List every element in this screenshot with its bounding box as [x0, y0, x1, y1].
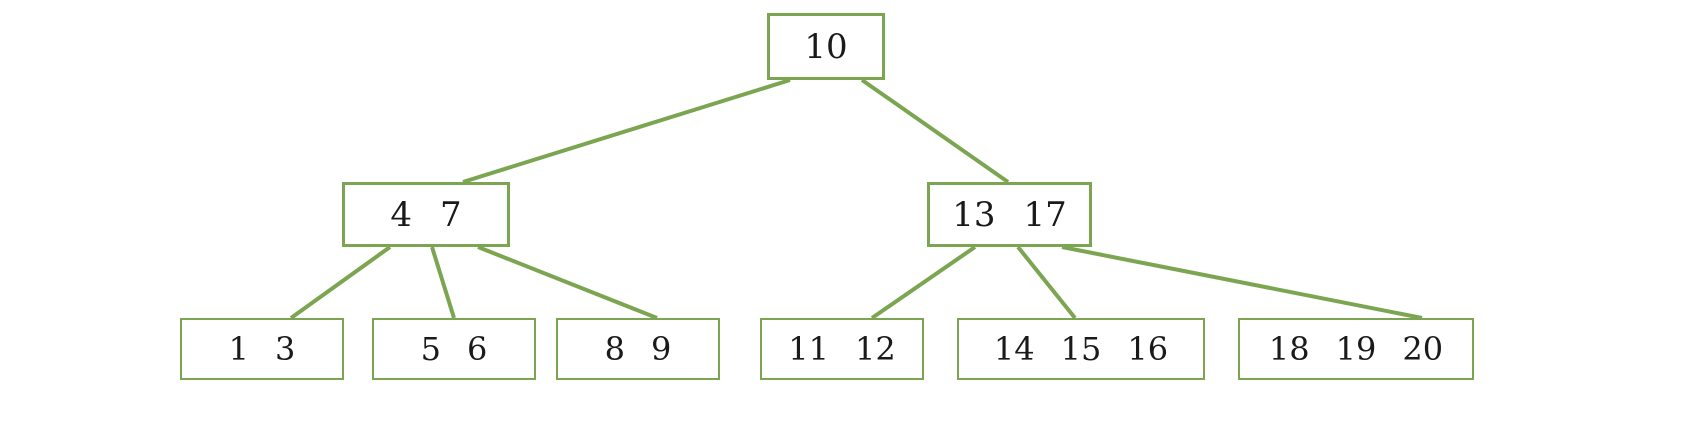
tree-edge [289, 245, 392, 320]
node-key: 4 [390, 194, 412, 235]
tree-node-leaf-4[interactable]: 11 12 [760, 318, 924, 380]
node-key: 6 [467, 330, 488, 368]
node-key: 1 [228, 330, 249, 368]
node-key: 17 [1023, 194, 1067, 235]
node-key: 10 [804, 26, 848, 67]
node-key-list: 11 12 [762, 320, 922, 378]
tree-edge [1061, 245, 1423, 320]
node-key: 7 [440, 194, 462, 235]
node-key: 20 [1402, 330, 1444, 368]
node-key: 15 [1060, 330, 1102, 368]
node-key: 11 [788, 330, 829, 368]
tree-edge [870, 245, 977, 320]
tree-node-leaf-5[interactable]: 14 15 16 [957, 318, 1205, 380]
node-key-list: 14 15 16 [959, 320, 1203, 378]
node-key: 18 [1268, 330, 1310, 368]
node-key: 14 [993, 330, 1035, 368]
node-key-list: 18 19 20 [1240, 320, 1472, 378]
tree-node-root[interactable]: 10 [767, 13, 885, 80]
node-key: 19 [1335, 330, 1377, 368]
node-key-list: 10 [770, 16, 882, 77]
tree-edge [430, 246, 456, 319]
tree-node-leaf-6[interactable]: 18 19 20 [1238, 318, 1474, 380]
node-key-list: 13 17 [930, 185, 1089, 244]
node-key: 8 [604, 330, 625, 368]
node-key: 9 [651, 330, 672, 368]
node-key: 3 [275, 330, 296, 368]
node-key: 12 [855, 330, 896, 368]
tree-edge [860, 78, 1010, 184]
tree-edge [1016, 245, 1077, 320]
node-key: 5 [420, 330, 441, 368]
tree-edge [477, 245, 658, 320]
tree-edge [462, 78, 791, 184]
tree-node-internal-right[interactable]: 13 17 [927, 182, 1092, 247]
node-key: 16 [1127, 330, 1169, 368]
node-key: 13 [952, 194, 996, 235]
